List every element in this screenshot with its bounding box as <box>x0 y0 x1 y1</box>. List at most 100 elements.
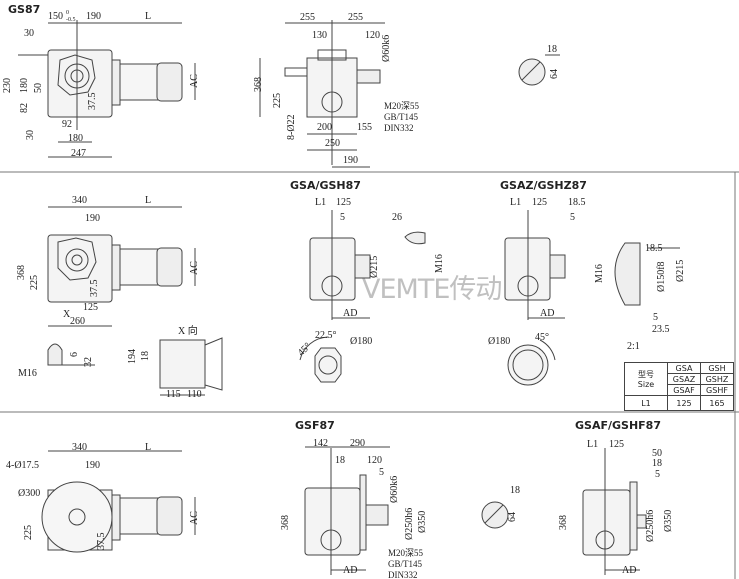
dim: 230 <box>2 78 13 93</box>
gs87-side-view <box>259 20 385 168</box>
dim: 125 <box>532 197 547 208</box>
title-gsf87: GSF87 <box>295 419 335 432</box>
dim: Ø300 <box>18 488 41 499</box>
center-hole-note: GB/T145 <box>384 112 419 122</box>
size-header-cn: 型号 <box>638 370 654 379</box>
dim: 255 <box>348 12 363 23</box>
dim: 5 <box>655 469 660 480</box>
dim: 225 <box>29 275 40 290</box>
cell: 125 <box>667 395 701 411</box>
dim: 190 <box>85 460 100 471</box>
dim: 247 <box>71 148 86 159</box>
dim: Ø250h6 <box>404 507 415 540</box>
dim: 125 <box>83 302 98 313</box>
dim: AD <box>622 565 637 576</box>
dim: 18 <box>652 458 662 469</box>
dim: 125 <box>336 197 351 208</box>
dim-tol: -0.5 <box>66 17 76 23</box>
dim: 5 <box>379 467 384 478</box>
dim: Ø180 <box>350 336 373 347</box>
dim: 194 <box>127 349 138 364</box>
gsa-motor-side-view <box>47 206 196 327</box>
gs87-front-view <box>18 20 196 158</box>
dim: 30 <box>24 28 34 39</box>
cell: GSA <box>667 362 701 374</box>
cell: GSHF <box>700 384 734 396</box>
dim: L1 <box>587 439 599 450</box>
dim: L <box>145 11 152 22</box>
dim: AC <box>189 511 200 525</box>
dim: 18 <box>547 44 557 55</box>
cell: GSHZ <box>700 373 734 385</box>
m16-thread-detail <box>47 343 95 366</box>
dim: 155 <box>357 122 372 133</box>
dim: Ø150f8 <box>656 261 667 292</box>
dim: 6 <box>69 352 80 357</box>
view-label: X 向 <box>178 326 198 337</box>
dim: 26 <box>392 212 402 223</box>
gsa-side-view <box>299 210 426 383</box>
dim: AD <box>343 308 358 319</box>
dim: 180 <box>19 78 30 93</box>
dim: 37.5 <box>87 92 98 111</box>
dim: 250 <box>325 138 340 149</box>
dim: Ø215 <box>675 259 686 282</box>
dim: 260 <box>70 316 85 327</box>
dim: Ø350 <box>417 510 428 533</box>
dim: 142 <box>313 438 328 449</box>
dim: 290 <box>350 438 365 449</box>
dim: Ø215 <box>369 255 380 278</box>
dim: 23.5 <box>652 324 670 335</box>
title-gsaz-gshz87: GSAZ/GSHZ87 <box>500 179 587 192</box>
title-gsa-gsh87: GSA/GSH87 <box>290 179 361 192</box>
dim: L1 <box>510 197 522 208</box>
dim: 225 <box>23 525 34 540</box>
dim: 115 <box>166 389 181 400</box>
center-hole-note: GB/T145 <box>388 559 423 569</box>
dim: 18.5 <box>645 243 663 254</box>
center-hole-note: DIN332 <box>384 123 414 133</box>
dim: 18 <box>335 455 345 466</box>
cell: 165 <box>700 395 734 411</box>
size-header-en: Size <box>637 380 655 389</box>
dim: 120 <box>365 30 380 41</box>
angle: 45° <box>535 332 549 343</box>
shaft-section-bottom <box>481 501 509 529</box>
gsaf-side-view <box>582 448 647 575</box>
dim: M16 <box>594 264 605 283</box>
dim: 125 <box>609 439 624 450</box>
dim: AD <box>540 308 555 319</box>
shaft-section-top <box>518 54 560 86</box>
dim: 368 <box>558 515 569 530</box>
dim: 30 <box>25 130 36 140</box>
x-direction-view <box>159 337 223 396</box>
scale-label: 2:1 <box>627 341 640 352</box>
dim: 82 <box>19 103 30 113</box>
center-hole-note: M20深55 <box>388 548 424 558</box>
angle: 22.5° <box>315 330 337 341</box>
dim: 92 <box>62 119 72 130</box>
gsaz-side-view <box>504 210 566 386</box>
dim: 18 <box>140 351 151 361</box>
dim: 18.5 <box>568 197 586 208</box>
cell: GSAF <box>667 384 701 396</box>
dim: 50 <box>652 448 662 459</box>
dim: 368 <box>16 265 27 280</box>
dim: 368 <box>280 515 291 530</box>
dim: Ø60k6 <box>381 34 392 62</box>
dim: 190 <box>86 11 101 22</box>
dim: L1 <box>315 197 327 208</box>
dim: 340 <box>72 195 87 206</box>
dim: 32 <box>83 357 94 367</box>
dim: 4-Ø17.5 <box>6 460 40 471</box>
dim: Ø180 <box>488 336 511 347</box>
cell: GSH <box>700 362 734 374</box>
dim: 190 <box>85 213 100 224</box>
cell: GSAZ <box>667 373 701 385</box>
dim: 64 <box>549 69 560 79</box>
dim: AC <box>189 261 200 275</box>
